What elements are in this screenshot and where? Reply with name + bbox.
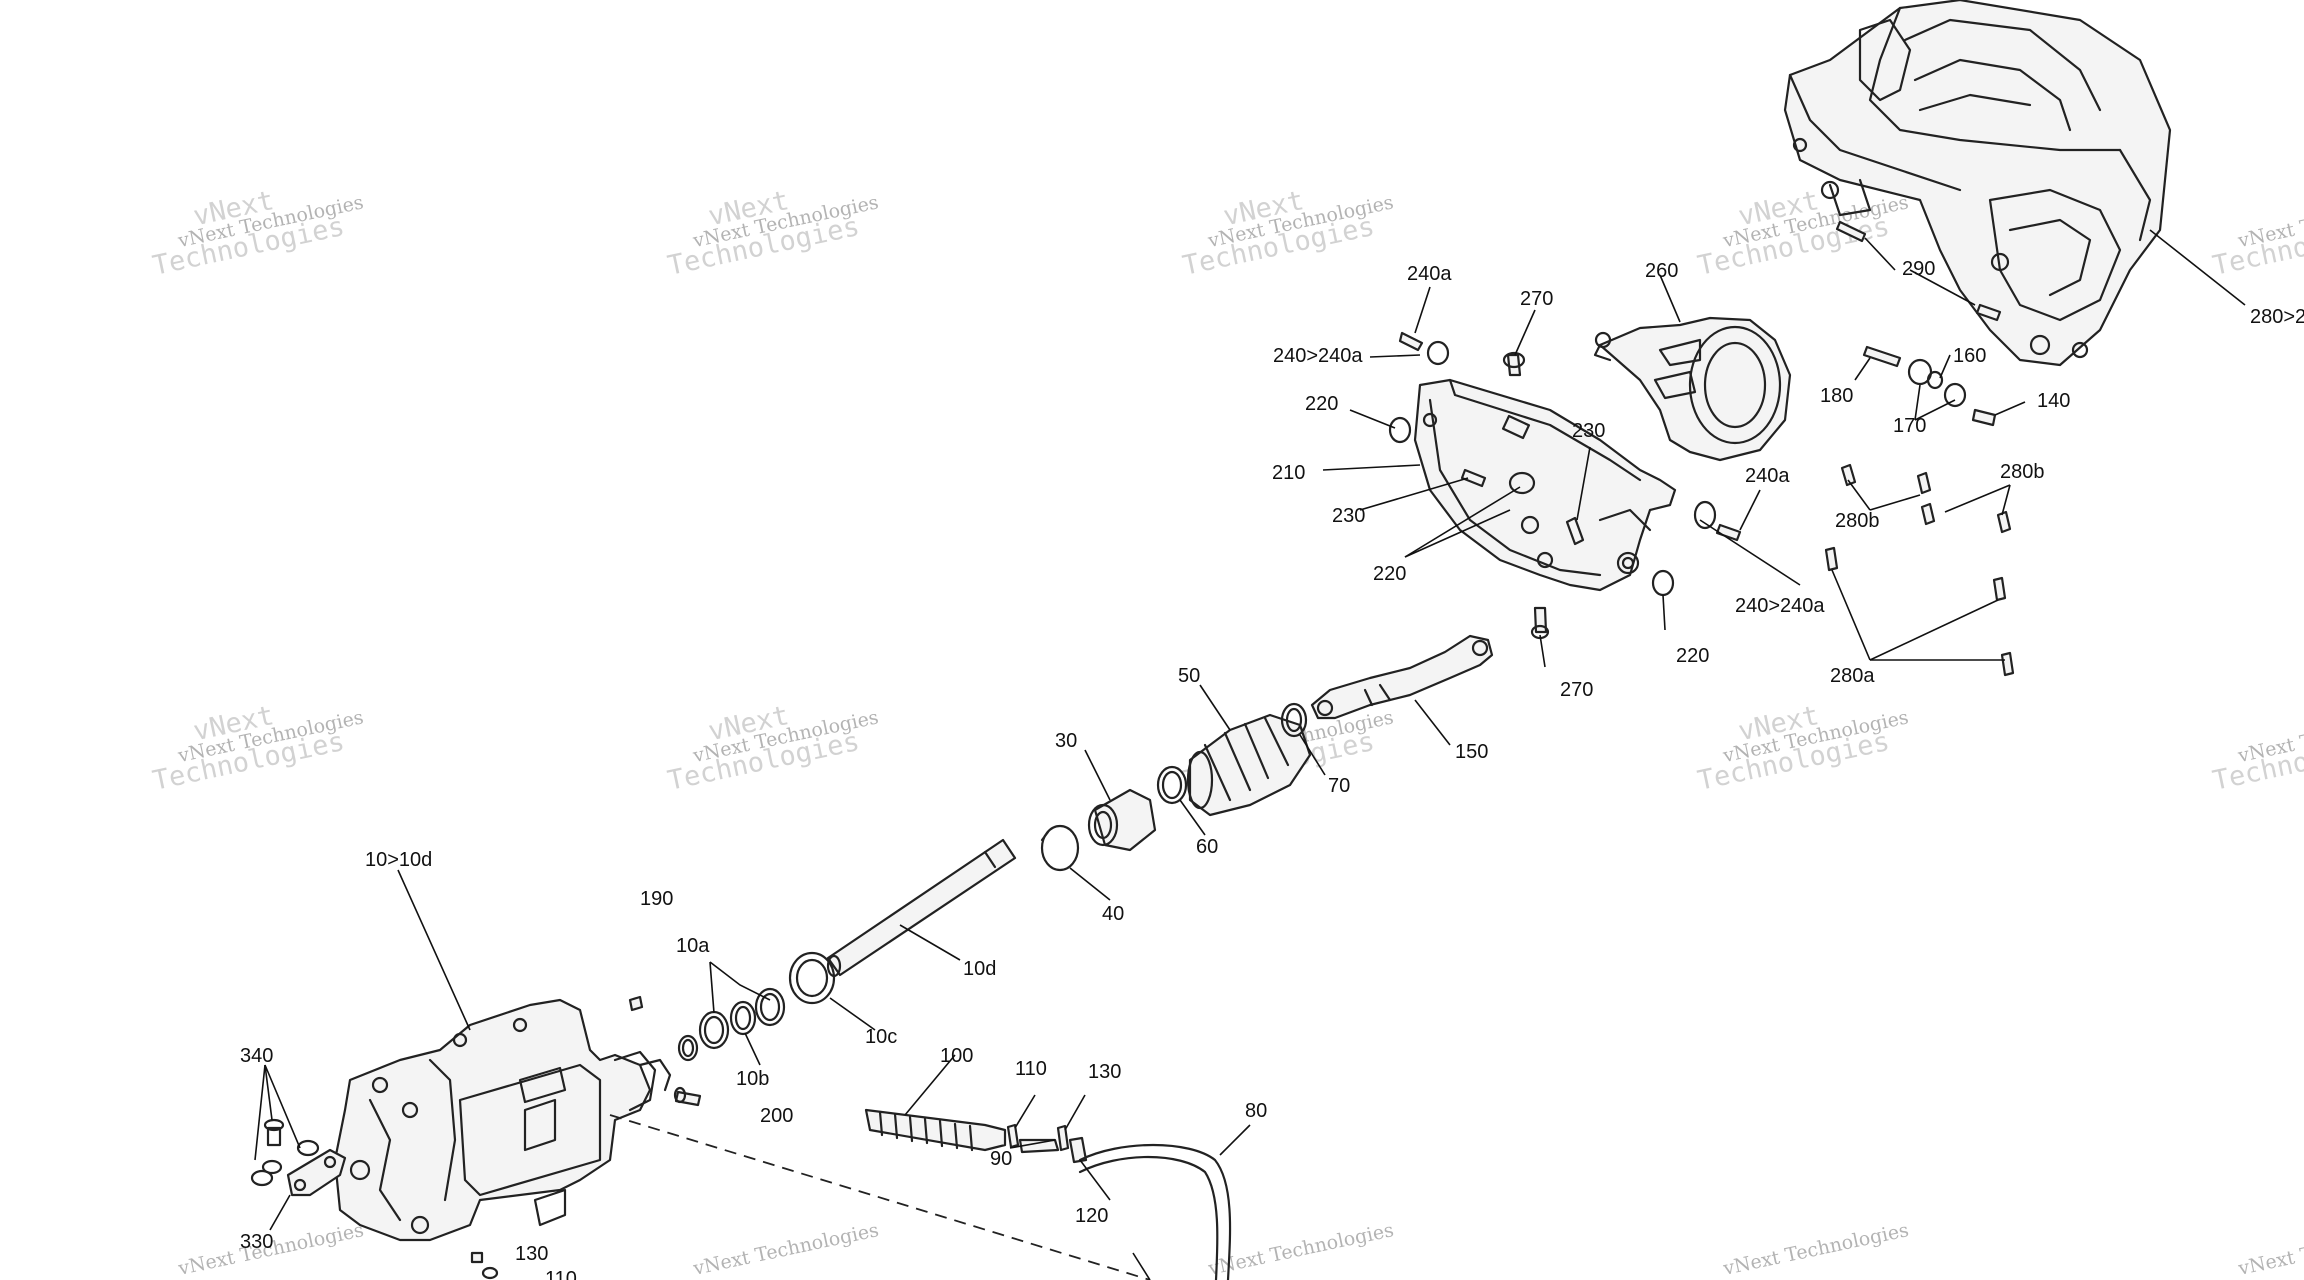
watermark: vNext Technologies (2235, 1219, 2304, 1280)
callout-240a-right: 240a (1745, 465, 1790, 487)
callout-280b-left: 280b (1835, 510, 1880, 532)
callout-220-center: 220 (1373, 563, 1406, 585)
upper-housing-part (1783, 0, 2172, 367)
ring-60-part (1156, 765, 1188, 805)
callout-240-240a-top: 240>240a (1273, 345, 1363, 367)
callout-220-upper: 220 (1305, 393, 1338, 415)
washer-10c-part (788, 951, 836, 1005)
callout-30: 30 (1055, 730, 1077, 752)
main-housing-part (333, 998, 672, 1242)
callout-170: 170 (1893, 415, 1926, 437)
link-arm-150-part (1310, 634, 1494, 720)
callout-330: 330 (240, 1231, 273, 1253)
callout-10d: 10d (963, 958, 996, 980)
callout-240a-top: 240a (1407, 263, 1452, 285)
ring-260-part (1593, 316, 1792, 462)
leader-lines (254, 229, 2246, 1280)
callout-240-240a-lower: 240>240a (1735, 595, 1825, 617)
callout-50: 50 (1178, 665, 1200, 687)
callout-270-lower: 270 (1560, 679, 1593, 701)
callout-110-lower: 110 (545, 1268, 577, 1280)
watermark: Technologies vNext Technologies (2210, 706, 2304, 796)
callout-180: 180 (1820, 385, 1853, 407)
callout-220-lower: 220 (1676, 645, 1709, 667)
callout-160: 160 (1953, 345, 1986, 367)
watermark: Technologies vNext Technologies vNext (1695, 700, 1910, 797)
watermark-text: vNext Technologies (1205, 1219, 1395, 1280)
callout-70: 70 (1328, 775, 1350, 797)
callout-290: 290 (1902, 258, 1935, 280)
cable-end-parts (1006, 1123, 1088, 1164)
callout-190: 190 (640, 888, 673, 910)
callout-100: 100 (940, 1045, 973, 1067)
callout-280a: 280a (1830, 665, 1875, 687)
callout-140: 140 (2037, 390, 2070, 412)
callout-120: 120 (1075, 1205, 1108, 1227)
bracket-330-part (250, 1118, 347, 1197)
callout-130: 130 (1088, 1061, 1121, 1083)
callout-230-right: 230 (1572, 420, 1605, 442)
callout-260: 260 (1645, 260, 1678, 282)
callout-230-left: 230 (1332, 505, 1365, 527)
bellows-50-part (1186, 713, 1312, 817)
callout-10b: 10b (736, 1068, 769, 1090)
callout-280b-right: 280b (2000, 461, 2045, 483)
boot-100-part (864, 1108, 1007, 1152)
shaft-10d-part (826, 838, 1017, 978)
callout-10-10d: 10>10d (365, 849, 432, 871)
watermark: Technologies vNext Technologies vNext (665, 700, 880, 797)
callout-90: 90 (990, 1148, 1012, 1170)
watermark: vNext Technologies (690, 1219, 880, 1280)
callout-280-2: 280>2 (2250, 306, 2304, 328)
watermark: Technologies vNext Technologies vNext (150, 700, 365, 797)
watermark-text: vNext Technologies (2235, 1219, 2304, 1280)
callout-150: 150 (1455, 741, 1488, 763)
watermark: vNext Technologies (1205, 1219, 1395, 1280)
callout-40: 40 (1102, 903, 1124, 925)
callout-60: 60 (1196, 836, 1218, 858)
callout-200: 200 (760, 1105, 793, 1127)
bracket-210-part (1413, 378, 1677, 592)
assembly-axis-dashed (609, 1114, 1151, 1280)
clip-40-part (1040, 824, 1080, 872)
watermark-text: vNext Technologies (690, 1219, 880, 1280)
callout-10a: 10a (676, 935, 710, 957)
callout-340: 340 (240, 1045, 273, 1067)
cable-80-part (1078, 1143, 1232, 1280)
watermark: Technologies vNext Technologies vNext (1180, 185, 1395, 282)
callout-110: 110 (1015, 1058, 1047, 1080)
clamp-70-part (1280, 702, 1308, 738)
callout-210: 210 (1272, 462, 1305, 484)
watermark-text: vNext Technologies (1720, 1219, 1910, 1280)
callout-130-lower: 130 (515, 1243, 548, 1265)
callout-labels: 10>10d 190 10a 10b 10c 10d 30 40 50 60 7… (240, 258, 2304, 1280)
callout-270-top: 270 (1520, 288, 1553, 310)
watermark: Technologies vNext Technologies (2210, 191, 2304, 281)
callout-80: 80 (1245, 1100, 1267, 1122)
watermark: vNext Technologies (1720, 1219, 1910, 1280)
watermark: Technologies vNext Technologies vNext (150, 185, 365, 282)
sleeve-30-part (1087, 788, 1157, 852)
watermark: Technologies vNext Technologies vNext (665, 185, 880, 282)
fastener-group (470, 220, 2015, 1280)
callout-10c: 10c (865, 1026, 897, 1048)
